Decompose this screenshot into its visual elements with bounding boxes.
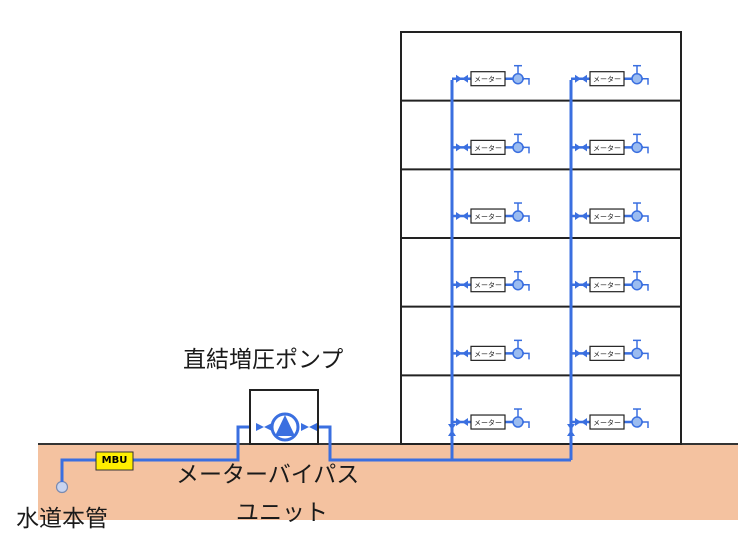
meter-unit: メーター (452, 270, 530, 293)
gate-valve-icon (456, 418, 462, 427)
meter-box (589, 277, 625, 293)
meter-unit: メーター (571, 133, 649, 155)
check-valve-icon (512, 141, 524, 154)
meter-label: メーター (474, 418, 502, 427)
meter-label: メーター (593, 281, 621, 290)
faucet-icon (642, 352, 649, 360)
check-valve-icon (512, 416, 524, 428)
faucet-icon (642, 421, 649, 429)
gate-valve-icon (456, 280, 462, 289)
meter-unit: メーター (571, 270, 649, 293)
meter-label: メーター (474, 281, 502, 290)
water-main-label: 水道本管 (16, 506, 108, 532)
meter-label: メーター (593, 418, 621, 427)
meter-box (589, 139, 625, 155)
meter-box (589, 71, 625, 87)
meter-box (470, 277, 506, 293)
riser-left-valve (448, 424, 456, 436)
gate-valve-icon (575, 212, 581, 221)
mbu-box (95, 451, 134, 471)
check-valve-icon (631, 72, 643, 85)
gate-valve-icon (456, 349, 462, 358)
ground (38, 444, 738, 520)
meter-label: メーター (474, 75, 502, 84)
check-valve-icon (631, 210, 643, 222)
meter-label: メーター (474, 349, 502, 358)
meter-label: メーター (593, 143, 621, 152)
faucet-icon (642, 283, 649, 291)
meter-unit: メーター (452, 339, 530, 361)
supply-pipe (60, 425, 262, 482)
faucet-icon (523, 146, 530, 154)
check-valve-icon (512, 72, 524, 85)
check-valve-icon (631, 141, 643, 154)
meter-box (589, 208, 625, 224)
faucet-icon (642, 77, 649, 85)
pump-outlet-valve (301, 423, 317, 431)
meter-box (470, 139, 506, 155)
gate-valve-icon (575, 280, 581, 289)
faucet-icon (523, 283, 530, 291)
faucet-icon (523, 77, 530, 85)
gate-valve-icon (456, 143, 462, 152)
faucet-icon (642, 146, 649, 154)
meter-unit: メーター (571, 408, 649, 430)
meter-box (470, 414, 506, 430)
pump-triangle (275, 415, 295, 436)
meter-box (470, 208, 506, 224)
gate-valve-icon (575, 418, 581, 427)
meter-unit: メーター (571, 202, 649, 224)
water-main-icon (55, 480, 69, 494)
mbu-label: MBU (101, 455, 128, 466)
faucet-icon (523, 215, 530, 223)
riser-right-valve (567, 424, 575, 436)
meter-unit: メーター (452, 202, 530, 224)
gate-valve-icon (575, 349, 581, 358)
meter-unit: メーター (452, 408, 530, 430)
meter-unit: メーター (571, 339, 649, 361)
meter-label: メーター (474, 143, 502, 152)
pump-inlet-valve (256, 423, 272, 431)
faucet-icon (523, 421, 530, 429)
faucet-icon (642, 215, 649, 223)
meter-box (589, 345, 625, 361)
meter-label: メーター (593, 349, 621, 358)
meter-unit: メーター (452, 133, 530, 155)
check-valve-icon (512, 210, 524, 222)
gate-valve-icon (575, 74, 581, 83)
meter-unit: メーター (571, 64, 649, 87)
meter-box (470, 345, 506, 361)
faucet-icon (523, 352, 530, 360)
check-valve-icon (631, 347, 643, 360)
check-valve-icon (631, 278, 643, 291)
gate-valve-icon (456, 212, 462, 221)
bypass-unit-label-line2: ユニット (236, 500, 328, 526)
gate-valve-icon (575, 143, 581, 152)
check-valve-icon (512, 347, 524, 360)
meter-box (589, 414, 625, 430)
check-valve-icon (631, 416, 643, 428)
floor-lines (401, 99, 681, 377)
meter-label: メーター (593, 212, 621, 221)
meter-unit: メーター (452, 64, 530, 87)
meter-units: メーターメーターメーターメーターメーターメーターメーターメーターメーターメーター… (452, 64, 649, 430)
meter-box (470, 71, 506, 87)
pump-label: 直結増圧ポンプ (183, 347, 344, 373)
meter-label: メーター (474, 212, 502, 221)
meter-label: メーター (593, 75, 621, 84)
check-valve-icon (512, 278, 524, 291)
gate-valve-icon (456, 74, 462, 83)
bypass-unit-label-line1: メーターバイパス (176, 462, 360, 488)
